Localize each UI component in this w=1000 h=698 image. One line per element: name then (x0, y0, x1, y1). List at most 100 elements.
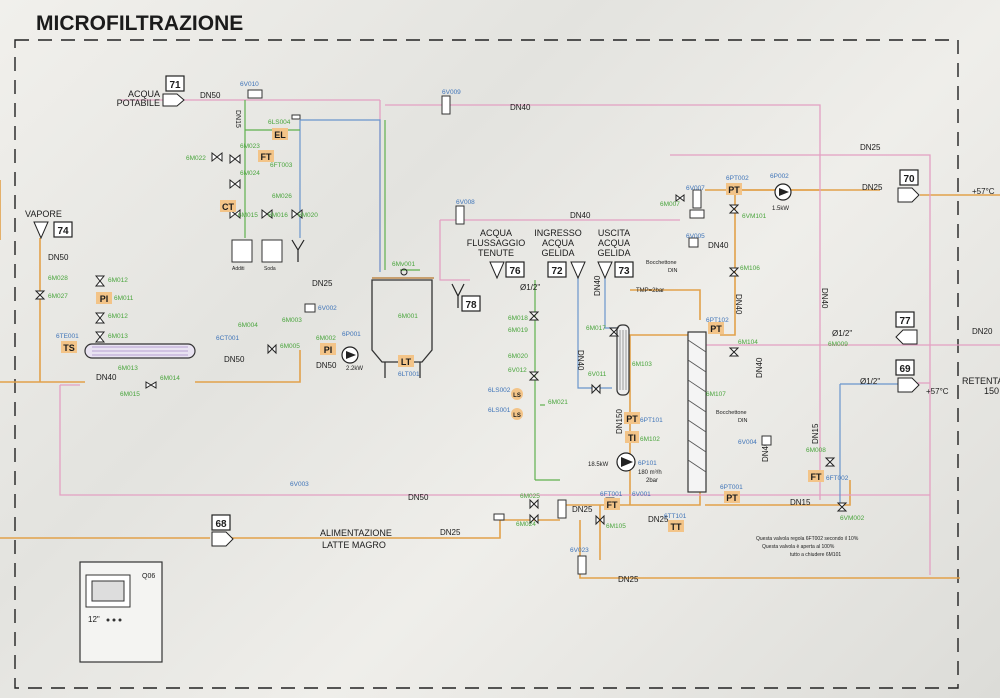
svg-text:150: 150 (984, 386, 999, 396)
instrument-pt-4: PT (726, 493, 738, 503)
svg-text:6V012: 6V012 (508, 367, 527, 374)
svg-text:DN25: DN25 (862, 183, 883, 192)
panel-screen-size: 12" (88, 615, 100, 624)
svg-text:DIN: DIN (738, 418, 748, 424)
svg-text:6M017: 6M017 (586, 325, 606, 332)
equipment-tags: 6V010 6LS004 6M023 6M022 6FT003 6M024 6M… (48, 81, 865, 558)
drawing-title: MICROFILTRAZIONE (36, 12, 243, 35)
stream-72: INGRESSO ACQUA GELIDA 72 (534, 228, 586, 280)
svg-text:RETENTA: RETENTA (962, 376, 1000, 386)
svg-text:6M025: 6M025 (520, 493, 540, 500)
svg-text:Ø1/2": Ø1/2" (832, 329, 852, 338)
svg-text:6M007: 6M007 (660, 201, 680, 208)
instrument-ft: FT (261, 152, 272, 162)
svg-text:6M027: 6M027 (48, 293, 68, 300)
svg-text:6M001: 6M001 (398, 313, 418, 320)
svg-text:6V005: 6V005 (686, 233, 705, 240)
svg-text:6FT003: 6FT003 (270, 162, 293, 169)
svg-text:6Mv001: 6Mv001 (392, 261, 416, 268)
instrument-ls-1: LS (513, 393, 521, 399)
svg-text:Questa valvola è aperta al 100: Questa valvola è aperta al 100% (762, 544, 835, 550)
svg-text:ACQUA: ACQUA (542, 238, 574, 248)
svg-text:LATTE MAGRO: LATTE MAGRO (322, 540, 386, 550)
svg-text:6M005: 6M005 (280, 343, 300, 350)
svg-text:6M020: 6M020 (508, 353, 528, 360)
svg-text:DN40: DN40 (734, 294, 743, 315)
svg-text:DN50: DN50 (200, 91, 221, 100)
svg-text:6M106: 6M106 (740, 265, 760, 272)
svg-text:DN40: DN40 (708, 241, 729, 250)
svg-text:6V011: 6V011 (588, 371, 607, 378)
svg-text:DN50: DN50 (408, 493, 429, 502)
svg-text:6TT101: 6TT101 (664, 513, 687, 520)
svg-text:77: 77 (899, 316, 911, 327)
stream-71: 71 ACQUA POTABILE (117, 75, 185, 108)
svg-text:DN40: DN40 (510, 103, 531, 112)
svg-text:DN40: DN40 (96, 373, 117, 382)
svg-text:6M002: 6M002 (316, 335, 336, 342)
svg-text:DN50: DN50 (224, 355, 245, 364)
svg-text:1.5kW: 1.5kW (772, 206, 789, 212)
svg-text:DN25: DN25 (312, 279, 333, 288)
svg-text:6M016: 6M016 (268, 212, 288, 219)
balance-tank (371, 268, 434, 378)
svg-text:6M013: 6M013 (108, 333, 128, 340)
instrument-pt-1: PT (626, 414, 638, 424)
svg-text:6LS001: 6LS001 (488, 407, 511, 414)
svg-text:Questa valvola regola 6FT002 s: Questa valvola regola 6FT002 secondo il … (756, 536, 859, 542)
instrument-ct: CT (222, 202, 234, 212)
svg-text:6M014: 6M014 (160, 375, 180, 382)
instrument-pt-2: PT (728, 185, 740, 195)
svg-text:6M022: 6M022 (186, 155, 206, 162)
chemical-tanks: Additi Soda (231, 239, 305, 272)
svg-text:6VM002: 6VM002 (840, 515, 865, 522)
svg-text:tutto a chiudere 6M101: tutto a chiudere 6M101 (790, 552, 841, 558)
svg-text:DN25: DN25 (860, 143, 881, 152)
instrument-pi-1: PI (100, 294, 109, 304)
svg-text:6V007: 6V007 (686, 185, 705, 192)
svg-text:ALIMENTAZIONE: ALIMENTAZIONE (320, 528, 392, 538)
svg-text:6PT002: 6PT002 (726, 175, 749, 182)
svg-text:DN40: DN40 (755, 357, 764, 378)
svg-text:DN25: DN25 (572, 505, 593, 514)
svg-text:Ø1/2": Ø1/2" (860, 377, 880, 386)
instrument-bubbles: EL FT CT PI PI TS LT PT PT PT TI PT FT F… (61, 128, 824, 532)
svg-text:6V001: 6V001 (632, 491, 651, 498)
svg-text:69: 69 (899, 364, 911, 375)
svg-text:6M028: 6M028 (48, 275, 68, 282)
svg-text:DN40: DN40 (570, 211, 591, 220)
svg-text:DN40: DN40 (576, 350, 585, 371)
instrument-tt: TT (671, 522, 682, 532)
svg-text:6V008: 6V008 (456, 199, 475, 206)
svg-text:ACQUA: ACQUA (128, 89, 160, 99)
svg-text:6P101: 6P101 (638, 460, 657, 467)
svg-text:6M003: 6M003 (282, 317, 302, 324)
svg-text:6LS002: 6LS002 (488, 387, 511, 394)
svg-text:6M104: 6M104 (738, 339, 758, 346)
svg-text:76: 76 (509, 266, 521, 277)
svg-text:6M011: 6M011 (114, 295, 134, 302)
control-panel-q06: Q06 12" (79, 561, 163, 663)
svg-text:74: 74 (57, 226, 69, 237)
svg-text:DN15: DN15 (790, 498, 811, 507)
svg-text:6V002: 6V002 (318, 305, 337, 312)
svg-text:6PT102: 6PT102 (706, 317, 729, 324)
svg-text:DN40: DN40 (761, 441, 770, 462)
svg-text:DN20: DN20 (972, 327, 993, 336)
stream-68: 68 ALIMENTAZIONE LATTE MAGRO (211, 514, 392, 550)
svg-text:GELIDA: GELIDA (597, 248, 630, 258)
svg-text:Ø1/2": Ø1/2" (520, 283, 540, 292)
svg-text:DN50: DN50 (48, 253, 69, 262)
svg-text:DN40: DN40 (820, 288, 829, 309)
svg-text:6M107: 6M107 (706, 391, 726, 398)
stream-70: 70 +57°C (897, 169, 995, 203)
svg-text:DN15: DN15 (234, 110, 241, 128)
svg-text:DN50: DN50 (316, 361, 337, 370)
stream-76: ACQUA FLUSSAGGIO TENUTE 76 (467, 228, 525, 280)
chiller-exchanger (616, 324, 630, 396)
svg-text:6M008: 6M008 (806, 447, 826, 454)
heat-exchanger-tubular (84, 343, 196, 359)
svg-text:2bar: 2bar (646, 478, 658, 484)
svg-text:+57°C: +57°C (972, 187, 995, 196)
